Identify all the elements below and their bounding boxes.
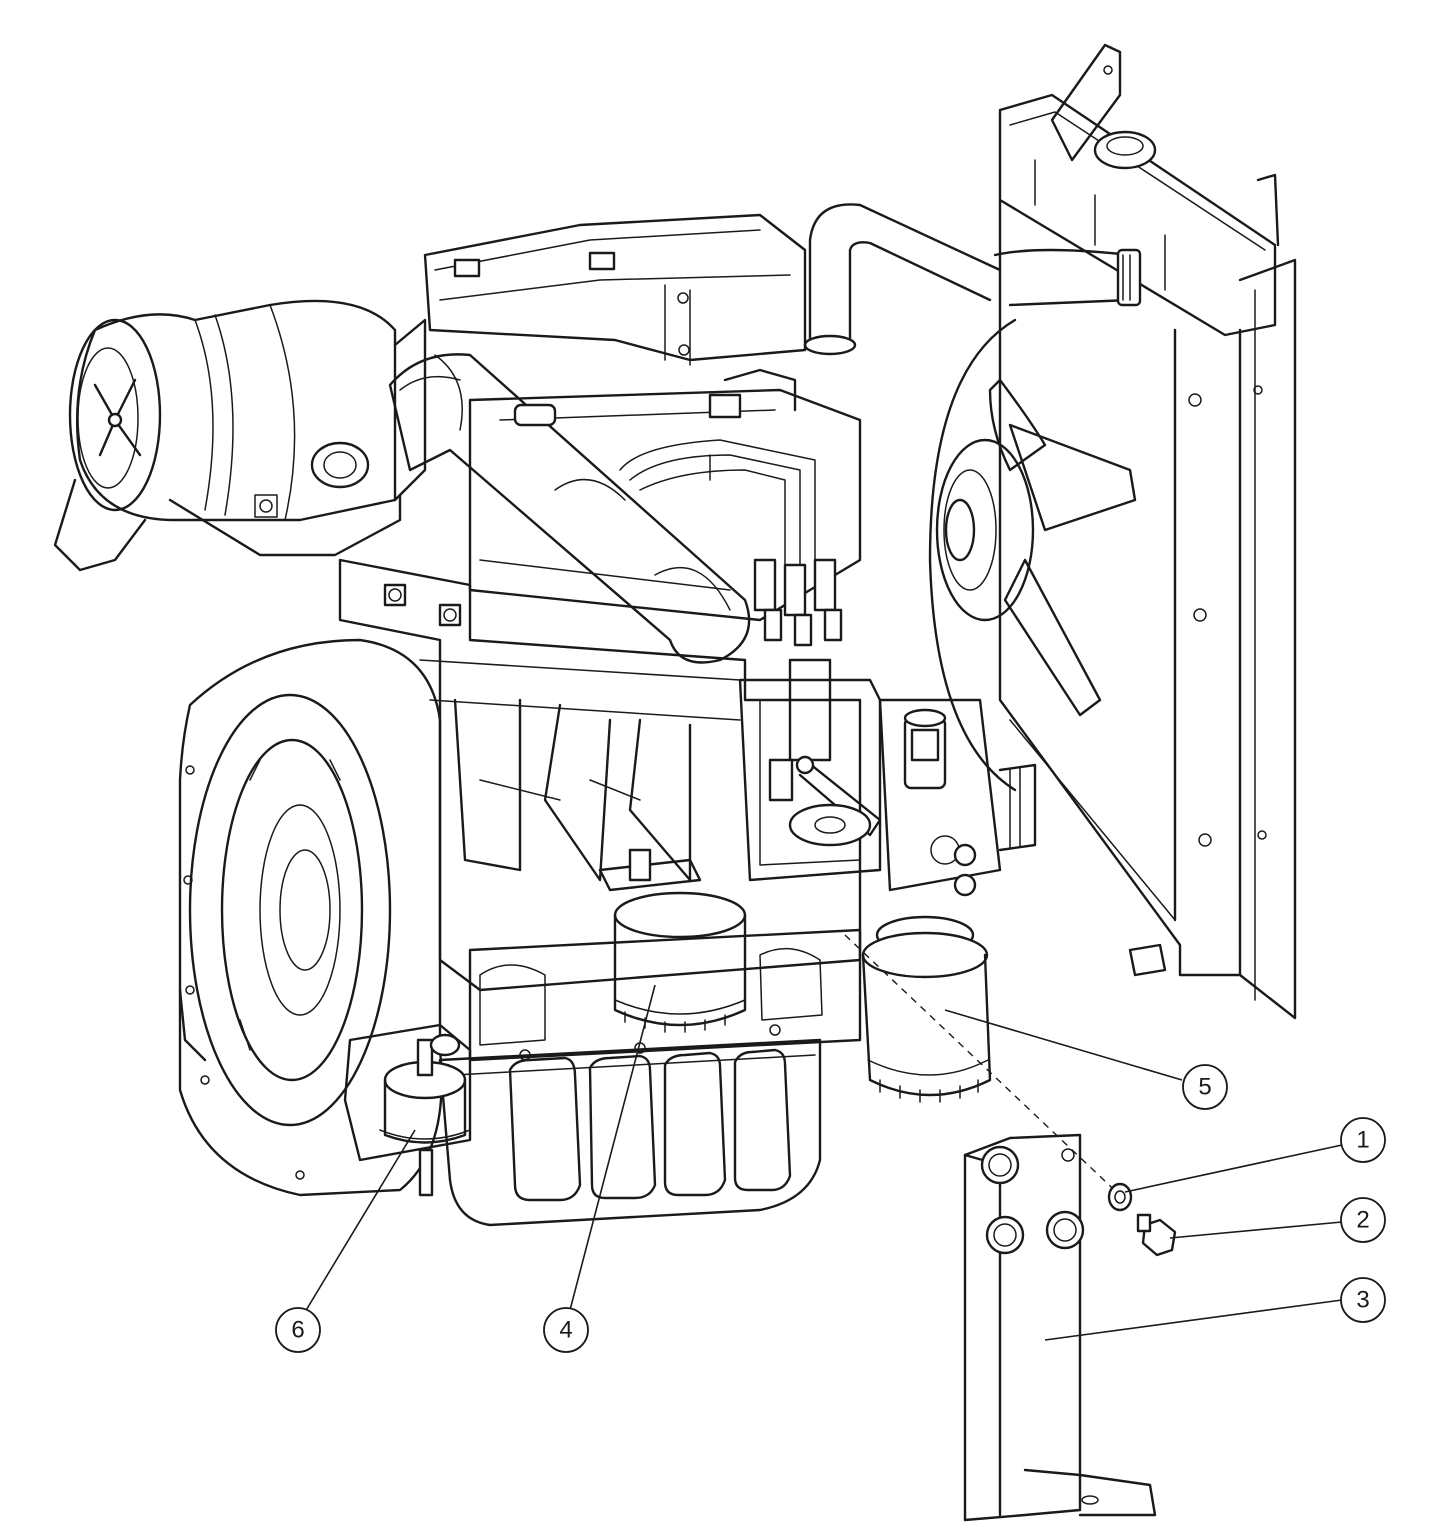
callout-5-label: 5 [1198,1074,1211,1101]
callout-1: 1 [1340,1117,1386,1163]
callout-2: 2 [1340,1197,1386,1243]
water-separator [343,1023,472,1197]
callout-4-label: 4 [559,1317,572,1344]
callout-6-label: 6 [291,1317,304,1344]
callout-1-label: 1 [1356,1127,1369,1154]
callout-5: 5 [1182,1064,1228,1110]
cooling-fan [935,378,1137,717]
callout-3: 3 [1340,1277,1386,1323]
oil-pan [438,928,862,1227]
leader-lines [304,984,1343,1341]
fuel-feed-pump [878,698,1037,897]
upper-radiator-hose [803,203,1142,356]
injection-pump [738,658,882,882]
rocker-cover [393,213,807,502]
mounting-bracket [963,1133,1157,1522]
bolt [1136,1213,1177,1257]
flywheel-housing [178,638,443,1197]
fuel-filter [861,915,992,1103]
cylinder-head [468,368,862,647]
callout-2-label: 2 [1356,1207,1369,1234]
washer [1107,1182,1133,1212]
intake-pipe [388,353,751,664]
callout-6: 6 [275,1307,321,1353]
air-cleaner [53,299,402,572]
callout-3-label: 3 [1356,1287,1369,1314]
oil-filter [598,848,747,1033]
callout-4: 4 [543,1307,589,1353]
